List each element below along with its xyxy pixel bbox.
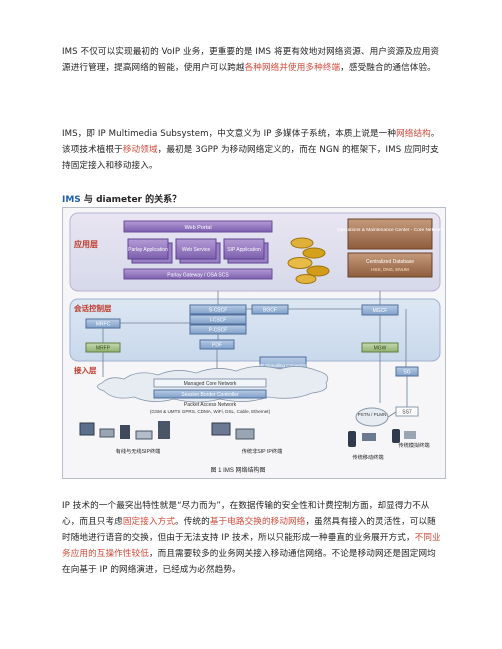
mrfp-label: MRFP bbox=[96, 346, 111, 352]
web-portal-box bbox=[123, 220, 273, 233]
control-layer-band bbox=[69, 298, 441, 362]
pstn-cloud bbox=[355, 407, 389, 427]
layer-label-app: 应用层 bbox=[74, 239, 98, 249]
sg-label: SG bbox=[403, 370, 410, 376]
paragraph-2-middle: 。该项技术植根于 bbox=[62, 129, 440, 155]
paragraph-3-s4: ，而且需要较多的业务网关接入移动通信网络。不论是移动网还是固定网均在向基于 IP… bbox=[62, 549, 436, 575]
paragraph-3-r2: 基于电路交换的移动网络 bbox=[209, 517, 306, 527]
icscf-box bbox=[189, 314, 247, 325]
mobile-terminal-icons bbox=[348, 431, 376, 447]
paragraph-2-highlight-2: 移动领域 bbox=[122, 145, 158, 155]
ss7-label: SS7 bbox=[402, 410, 412, 416]
sip-app-label: SIP Application bbox=[227, 247, 261, 253]
mgcf-label: MGCF bbox=[373, 308, 388, 314]
paragraph-3: IP 技术的一个最突出特性就是“尽力而为”，在数据传输的安全性和计费控制方面，却… bbox=[62, 498, 442, 578]
parlay-gateway-label: Parlay Gateway / OSA SCS bbox=[167, 273, 229, 279]
web-service-stack: Web Service bbox=[175, 238, 221, 264]
gold-coins-icon bbox=[287, 237, 330, 284]
managed-core-label: Managed Core Network bbox=[184, 381, 237, 387]
paragraph-2-text: IMS，即 IP Multimedia Subsystem，中文意义为 IP 多… bbox=[62, 129, 397, 139]
paragraph-1-text: IMS 不仅可以实现最初的 VoIP 业务，更重要的是 IMS 将更有效地对网络… bbox=[62, 47, 440, 73]
paragraph-2-highlight-1: 网络结构 bbox=[396, 129, 431, 139]
mrfc-label: MRFC bbox=[96, 322, 111, 328]
pcscf-label: P-CSCF bbox=[209, 328, 228, 334]
paragraph-1-highlight: 各种网络并使用多种终端 bbox=[244, 63, 341, 73]
figure-caption: 图 1 IMS 网络结构图 bbox=[210, 466, 265, 474]
sip-application-stack: SIP Application bbox=[223, 238, 269, 264]
parlay-application-stack: Parlay Application bbox=[127, 238, 173, 264]
paragraph-1-tail: ，感受融合的通信体验。 bbox=[340, 63, 436, 73]
layer-label-ctrl: 会话控制层 bbox=[74, 303, 112, 313]
scscf-label: S-CSCF bbox=[209, 308, 228, 314]
non-sip-terminal-icons bbox=[211, 422, 255, 440]
pdf-label: PDF bbox=[212, 343, 222, 349]
wired-wireless-terminal-icons bbox=[79, 421, 170, 440]
paragraph-3-r1: 固定接入方式 bbox=[122, 517, 176, 527]
mgw-label: MGW bbox=[374, 346, 387, 352]
database-box bbox=[347, 252, 433, 278]
label-non-sip: 传统非SIP IP终端 bbox=[242, 447, 283, 455]
heading-ims: IMS bbox=[62, 195, 81, 205]
ims-architecture-diagram: 应用层 Web Portal Parlay Application Web Se… bbox=[62, 207, 446, 479]
paragraph-3-r3: 不同业务应用的互操作性较低 bbox=[62, 533, 441, 559]
heading-rest: 与 diameter 的关系？ bbox=[80, 195, 182, 205]
managed-core-box bbox=[153, 378, 267, 388]
section-heading: IMS 与 diameter 的关系？ bbox=[62, 192, 181, 205]
ip-signalling-label: IP Signalling Converter bbox=[260, 363, 307, 368]
paragraph-1: IMS 不仅可以实现最初的 VoIP 业务，更重要的是 IMS 将更有效地对网络… bbox=[62, 44, 442, 76]
paragraph-3-s3: ，虽然具有接入的灵活性，可以随时随地进行语音的交换，但由于无法支持 IP 技术，… bbox=[62, 517, 436, 543]
bgcf-label: BGCF bbox=[263, 308, 277, 314]
access-types-label: (GSM & UMTS GPRS, CDMA, WiFi, DSL, Cable… bbox=[150, 409, 271, 414]
web-portal-label: Web Portal bbox=[184, 225, 211, 231]
analog-terminal-icons bbox=[392, 429, 416, 443]
parlay-app-label: Parlay Application bbox=[128, 247, 168, 253]
icscf-label: I-CSCF bbox=[210, 318, 227, 324]
packet-access-label: Packet Access Network bbox=[184, 402, 237, 408]
database-label: Centralized Database bbox=[366, 259, 414, 265]
label-analog: 传统模拟终端 bbox=[398, 441, 429, 449]
sbc-box bbox=[153, 389, 267, 399]
pstn-label: PSTN / PLMN bbox=[358, 412, 387, 417]
layer-label-access: 接入层 bbox=[74, 365, 97, 375]
ops-center-box bbox=[347, 218, 433, 250]
bgcf-box bbox=[251, 304, 289, 315]
paragraph-3-s1: IP 技术的一个最突出特性就是“尽力而为”，在数据传输的安全性和计费控制方面，却… bbox=[62, 501, 430, 527]
label-mobile: 传统移动终端 bbox=[352, 453, 383, 461]
parlay-gateway-box bbox=[123, 268, 273, 280]
connection-lines bbox=[102, 291, 407, 403]
sbc-label: Session Border Controller bbox=[181, 392, 239, 398]
label-wired-wireless: 有线与无线SIP终端 bbox=[116, 447, 161, 455]
web-service-label: Web Service bbox=[182, 247, 210, 253]
paragraph-3-s2: 。传统的 bbox=[175, 517, 210, 527]
paragraph-2: IMS，即 IP Multimedia Subsystem，中文意义为 IP 多… bbox=[62, 126, 442, 174]
ops-center-label: Operations & Maintenance Center - Core N… bbox=[337, 227, 444, 233]
paragraph-2-tail: ，最初是 3GPP 为移动网络定义的，而在 NGN 的框架下，IMS 应同时支持… bbox=[62, 145, 439, 171]
database-sub-label: HSS, DNS, ENUM bbox=[371, 267, 409, 272]
